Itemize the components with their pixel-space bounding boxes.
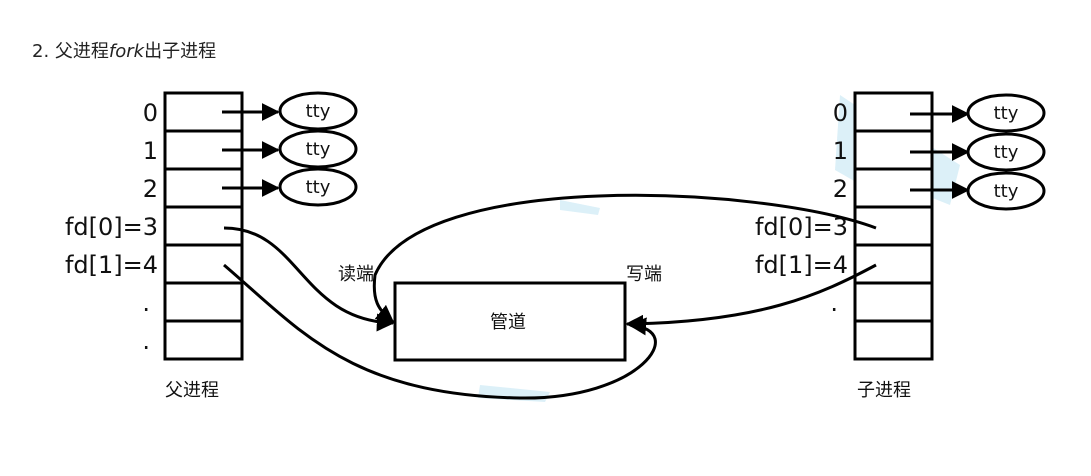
- parent-read-arrow: [223, 226, 395, 332]
- child-fd-index-1: 1: [833, 137, 848, 165]
- child-fd-cell-4: [853, 243, 934, 285]
- figure-title: 2. 父进程fork出子进程: [32, 41, 216, 62]
- parent-tty-ellipse-0: [278, 91, 358, 131]
- child-fd-cell-2: [853, 167, 934, 209]
- child-fd-cell-1: [853, 129, 934, 171]
- parent-fd-cell-6: [163, 319, 244, 361]
- parent-tty-ellipse-2: [278, 167, 358, 207]
- child-tty-label-1: tty: [994, 142, 1019, 163]
- parent-tty-label-0: tty: [306, 101, 331, 122]
- child-read-arrow: [372, 193, 877, 324]
- child-write-arrow: [625, 263, 877, 333]
- parent-fd-cell-5: [163, 281, 244, 323]
- parent-fd-index-1: 1: [143, 137, 158, 165]
- child-tty-ellipse-2: [966, 171, 1046, 211]
- parent-tty-label-1: tty: [306, 139, 331, 160]
- child-tty-group: tty tty tty: [910, 93, 1046, 211]
- parent-fd-index-2: 2: [143, 175, 158, 203]
- child-fd-cell-6: [853, 319, 934, 361]
- parent-process-label: 父进程: [165, 380, 219, 401]
- pipe-label: 管道: [490, 312, 526, 333]
- parent-fd-indices: 0 1 2 fd[0]=3 fd[1]=4 . .: [65, 99, 158, 355]
- child-fd-table: [853, 91, 934, 361]
- child-fd-cell-0: [853, 91, 934, 133]
- child-fd-indices: 0 1 2 fd[0]=3 fd[1]=4 .: [755, 99, 848, 317]
- child-tty-label-2: tty: [994, 181, 1019, 202]
- parent-fd-index-3: fd[0]=3: [65, 213, 158, 241]
- parent-fd-cell-3: [163, 205, 244, 247]
- child-fd-index-3: fd[0]=3: [755, 213, 848, 241]
- child-tty-ellipse-1: [966, 132, 1046, 172]
- pipe-group: 管道 读端 写端: [338, 264, 662, 362]
- pipe-connections: [223, 193, 877, 400]
- parent-fd-table: [163, 91, 244, 361]
- parent-fd-index-4: fd[1]=4: [65, 251, 158, 279]
- child-tty-ellipse-0: [966, 93, 1046, 133]
- child-fd-index-2: 2: [833, 175, 848, 203]
- pipe-read-end-label: 读端: [338, 264, 374, 285]
- child-tty-label-0: tty: [994, 103, 1019, 124]
- parent-write-arrow: [223, 263, 657, 400]
- pipe-write-end-label: 写端: [626, 264, 662, 285]
- parent-tty-group: tty tty tty: [222, 91, 358, 207]
- parent-fd-index-5: .: [142, 289, 150, 317]
- child-fd-index-4: fd[1]=4: [755, 251, 848, 279]
- parent-tty-ellipse-1: [278, 129, 358, 169]
- parent-fd-index-6: .: [142, 327, 150, 355]
- pipe-box: [393, 281, 627, 362]
- parent-fd-cell-4: [163, 243, 244, 285]
- child-process-label: 子进程: [857, 380, 911, 401]
- child-fd-index-5: .: [830, 289, 838, 317]
- parent-tty-label-2: tty: [306, 177, 331, 198]
- parent-fd-index-0: 0: [143, 99, 158, 127]
- child-fd-index-0: 0: [833, 99, 848, 127]
- child-fd-cell-5: [853, 281, 934, 323]
